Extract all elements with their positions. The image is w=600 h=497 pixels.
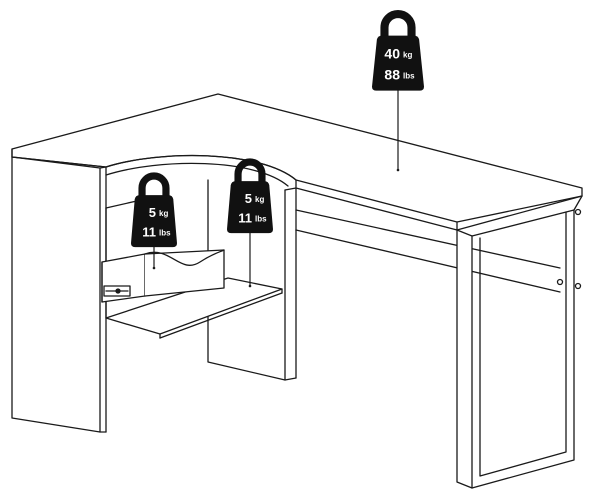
left-side-panel [11, 156, 107, 433]
weight-icon [227, 181, 273, 234]
lbs-value: 88 [384, 67, 400, 83]
drawer [101, 249, 225, 303]
leader-dot [152, 266, 156, 270]
kg-value: 5 [149, 205, 156, 220]
metal-leg-frame [456, 195, 583, 489]
weight-icon [131, 195, 177, 248]
weight-handle [138, 172, 170, 198]
weight-handle [234, 158, 266, 184]
desk-drawing [11, 93, 583, 489]
weight-handle [380, 9, 416, 38]
lbs-unit: lbs [403, 72, 415, 81]
kg-unit: kg [159, 209, 168, 218]
leader-dot [396, 168, 400, 172]
lbs-unit: lbs [255, 215, 267, 224]
lbs-value: 11 [238, 211, 252, 226]
lbs-value: 11 [142, 225, 156, 240]
kg-value: 5 [245, 191, 252, 206]
weight-icon [372, 35, 424, 91]
back-panel [295, 187, 561, 293]
kg-unit: kg [403, 51, 412, 60]
desktop-surface [11, 93, 583, 231]
lbs-unit: lbs [159, 229, 171, 238]
leader-dot [248, 284, 252, 288]
kg-unit: kg [255, 195, 264, 204]
kg-value: 40 [384, 46, 400, 62]
